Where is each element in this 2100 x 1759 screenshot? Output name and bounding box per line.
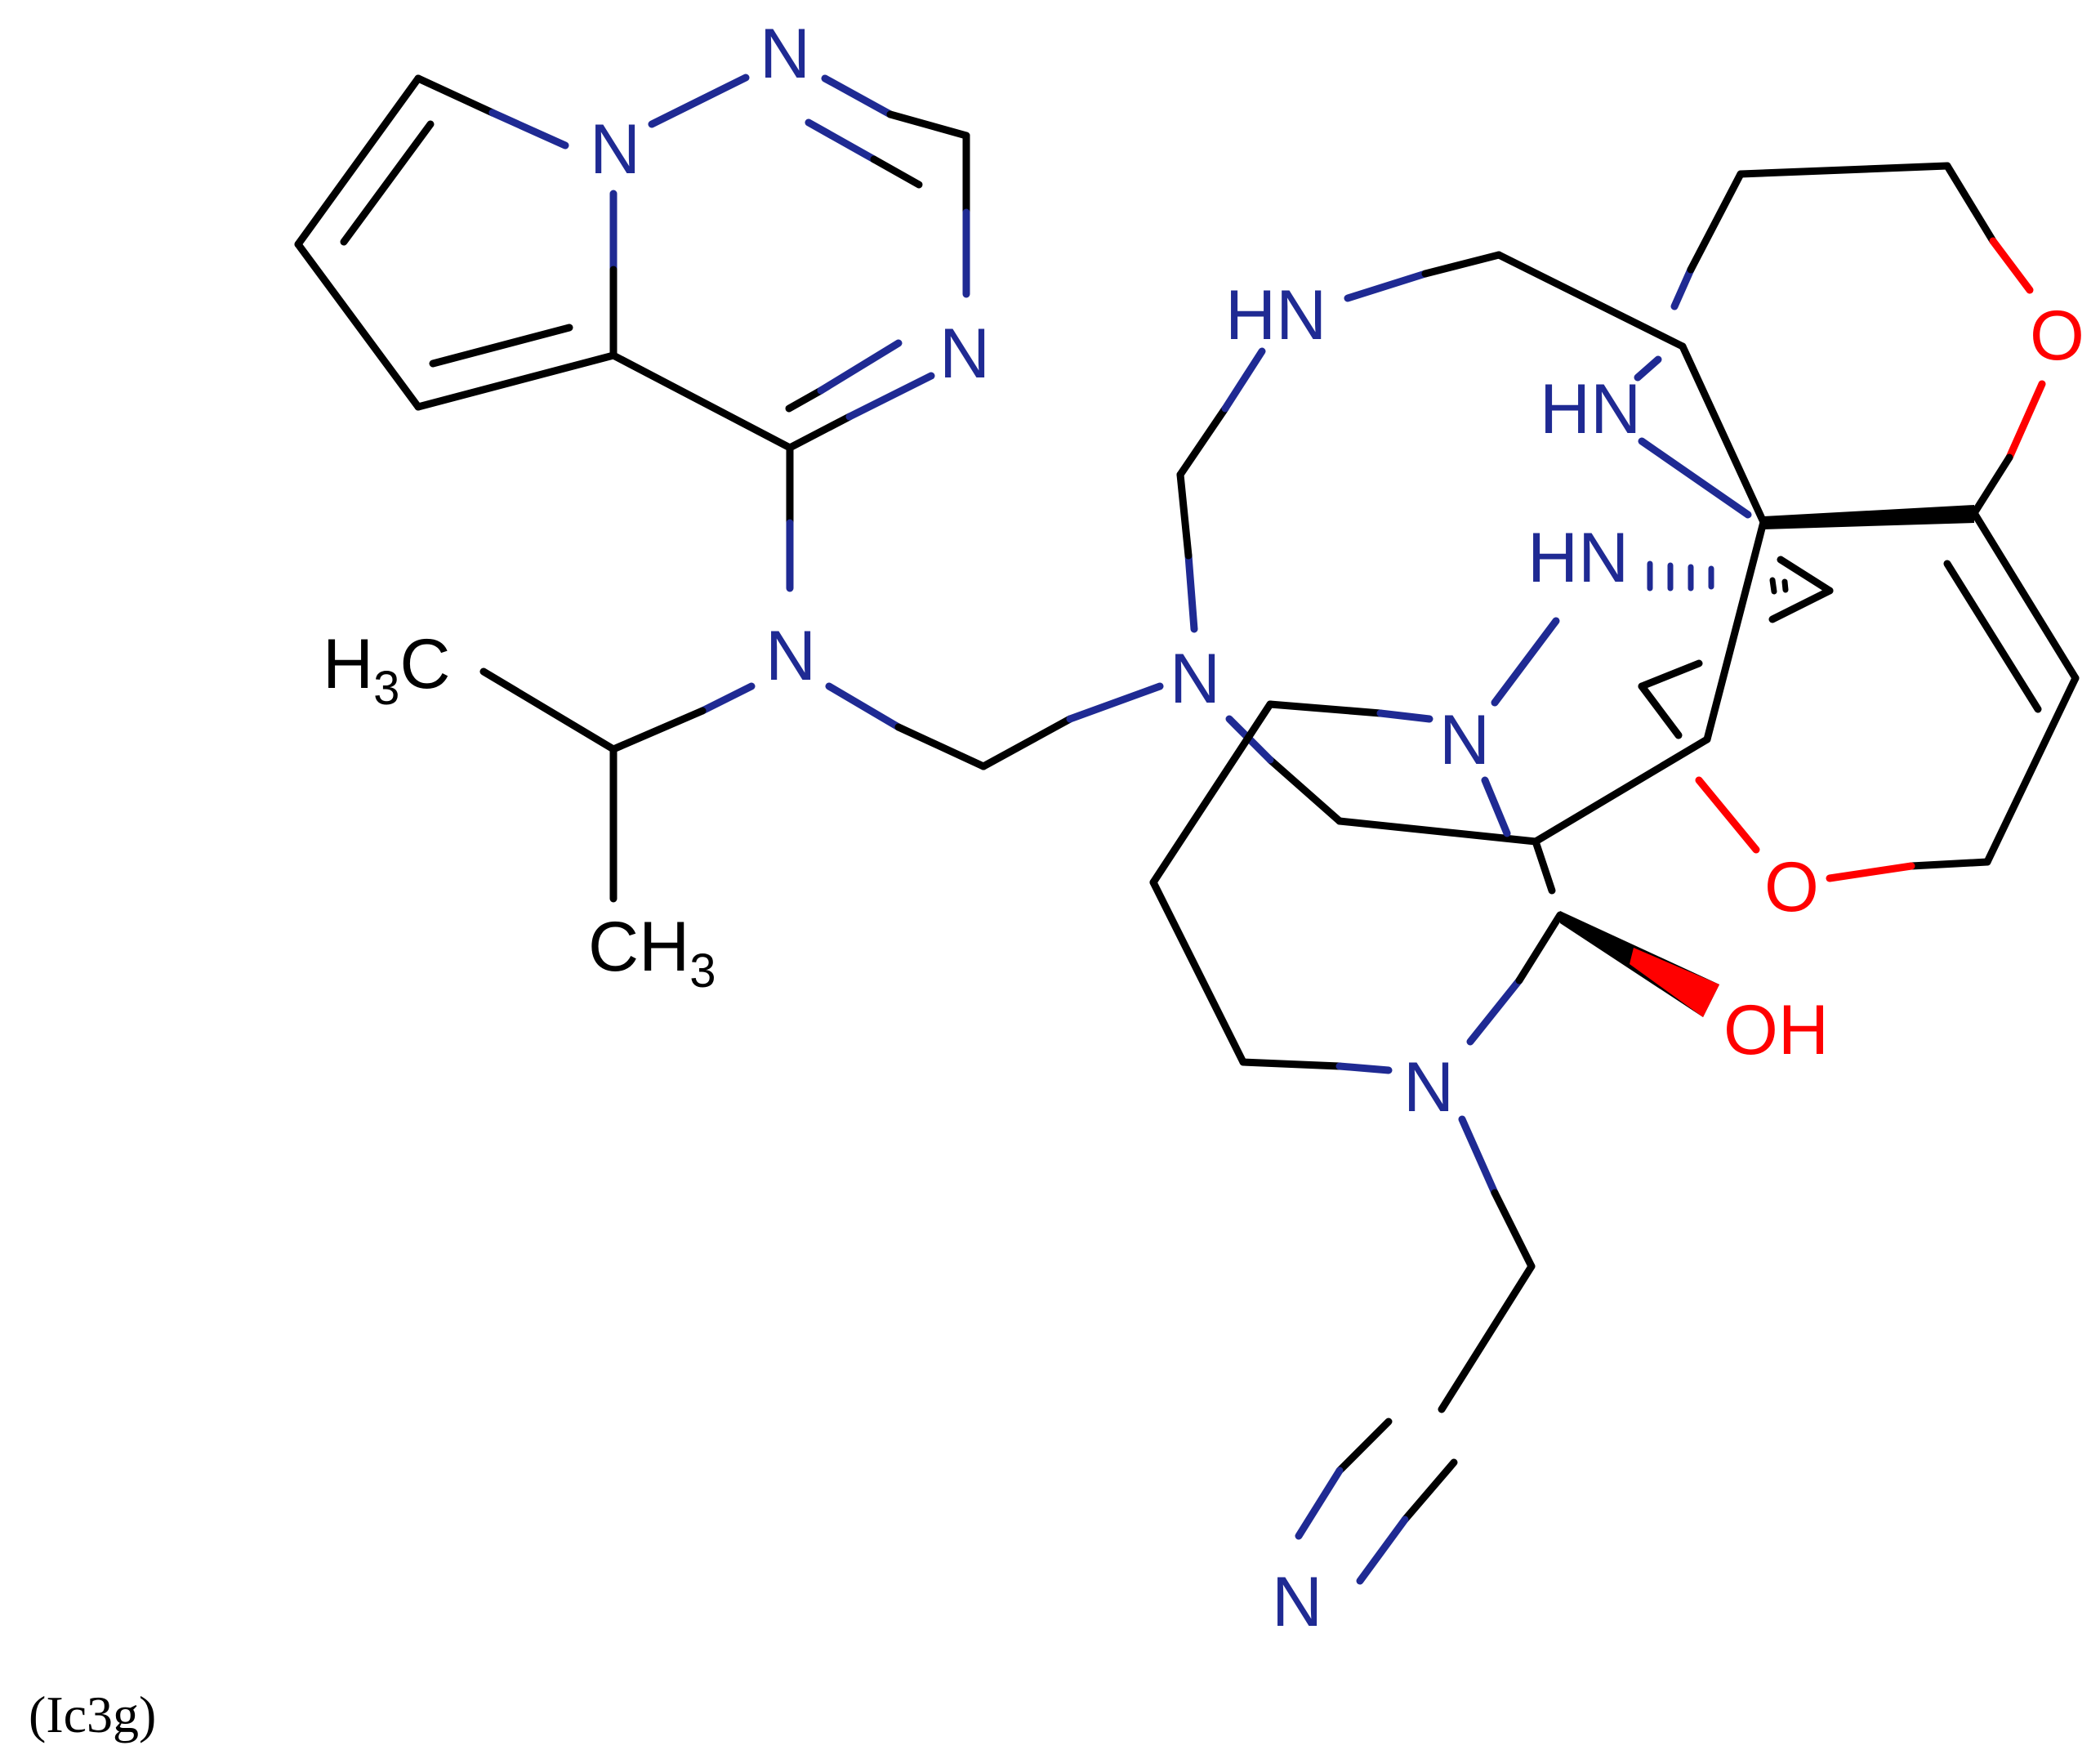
atom-n-central: N xyxy=(1170,640,1220,718)
piperidine-ring xyxy=(1149,700,1719,1585)
atom-n-amine: N xyxy=(765,617,816,695)
atom-hn-mid: HN xyxy=(1540,370,1641,449)
atom-n-piperidine: N xyxy=(1403,1048,1454,1127)
isopropyl-amine xyxy=(479,444,1164,903)
triazine-ring xyxy=(609,74,970,452)
compound-label: (Ic3g) xyxy=(29,1685,157,1743)
atom-n-nitrile: N xyxy=(1272,1563,1322,1641)
atom-h3c: H3C xyxy=(323,625,450,715)
atom-hn-top: HN xyxy=(1225,276,1326,355)
atom-n-ring: N xyxy=(1439,701,1490,779)
atom-ch3: CH3 xyxy=(588,908,716,998)
atom-o-bottom: O xyxy=(1764,848,1819,926)
atom-hn-stereo: HN xyxy=(1527,519,1629,597)
pyrrole-ring xyxy=(294,74,618,411)
atom-n-triazine-1: N xyxy=(760,15,810,93)
atom-o-top: O xyxy=(2030,297,2084,375)
atom-n-bridgehead: N xyxy=(590,110,640,189)
atom-oh: OH xyxy=(1723,991,1829,1069)
atom-n-triazine-3: N xyxy=(939,315,990,393)
